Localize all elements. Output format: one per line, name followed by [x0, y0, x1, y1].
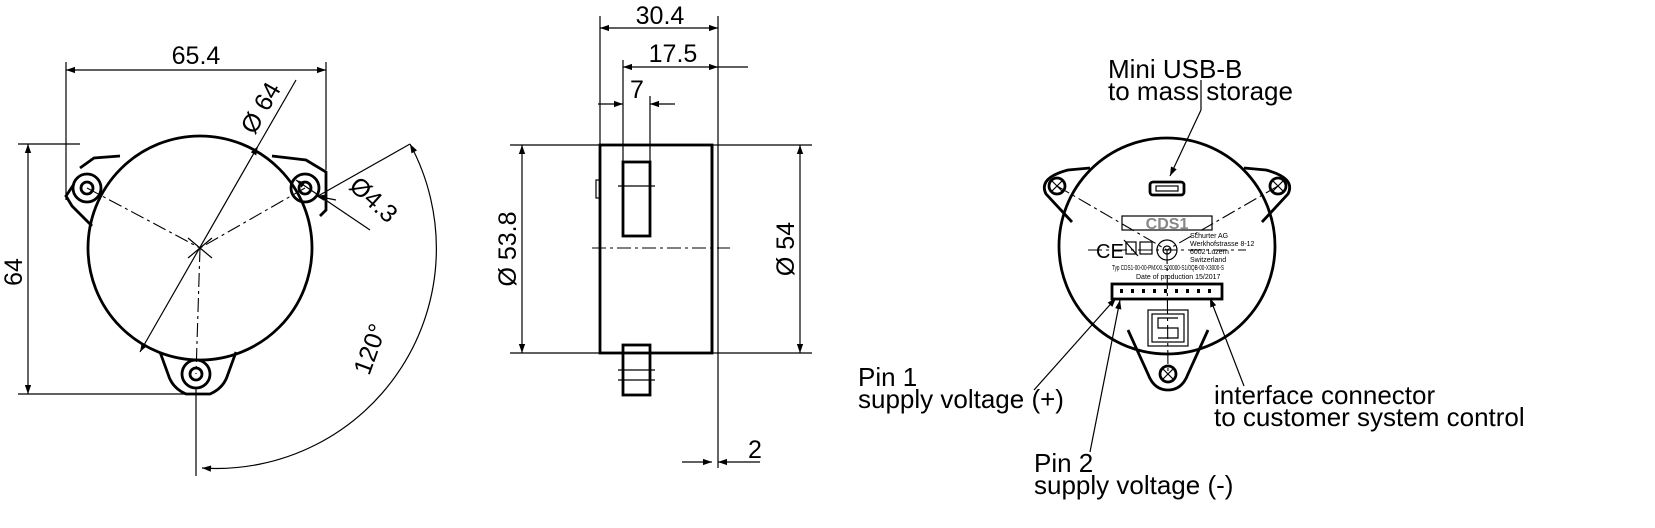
back-hole-bottom: [1158, 364, 1178, 384]
device-label: CDS1: [1146, 216, 1189, 233]
angle-dim-label: 120°: [348, 320, 392, 378]
width-dim-label: 65.4: [172, 42, 221, 70]
body-depth-label: 17.5: [649, 40, 698, 68]
back-hole-left: [1047, 176, 1067, 196]
diameter-dim-label: Ø 64: [235, 77, 286, 138]
type-line: Typ CDS1-00-00-PMXXLS00000-S1/0QB-00-X30…: [1112, 265, 1224, 272]
usb-label-line1: Mini USB-B: [1108, 54, 1242, 84]
maker-line-3: 6002 Luzern: [1190, 249, 1229, 256]
device-label-box: [1121, 215, 1213, 231]
schurter-logo: [1147, 309, 1189, 347]
connector-pins: [1120, 289, 1211, 293]
pin2-label-line1: Pin 2: [1034, 448, 1093, 478]
total-depth-label: 30.4: [636, 2, 685, 30]
maker-line-1: Schurter AG: [1190, 233, 1228, 240]
interface-connector: [1110, 282, 1224, 301]
ce-mark: CE: [1096, 241, 1124, 263]
connector-label-line1: interface connector: [1214, 380, 1435, 410]
pin1-label-line2: supply voltage (+): [858, 384, 1064, 414]
back-flange-outline: [1042, 166, 1292, 392]
body-diameter-label: Ø 53.8: [494, 211, 522, 286]
production-line: Date of production 15/2017: [1136, 274, 1221, 281]
front-view: 65.4 64 Ø 64 Ø4.3 120°: [0, 42, 437, 476]
pin2-label-line2: supply voltage (-): [1034, 470, 1233, 500]
back-hole-right: [1268, 176, 1288, 196]
side-top-connector: [621, 160, 652, 238]
outer-diameter-label: Ø 54: [772, 222, 800, 276]
maker-line-2: Werkhofstrasse 8-12: [1190, 241, 1255, 248]
connector-dim-label: 7: [630, 76, 644, 104]
usb-port: [1148, 180, 1186, 197]
side-view: 30.4 17.5 7 2 Ø 53.8 Ø 54: [494, 2, 812, 468]
side-body: [598, 143, 714, 355]
height-dim-label: 64: [0, 258, 28, 286]
back-view: CDS1 CE Schurter AG Werkhofstrasse 8-12 …: [858, 54, 1525, 500]
mounting-hole-left: [71, 172, 103, 204]
pin1-label-line1: Pin 1: [858, 362, 917, 392]
connector-label-line2: to customer system control: [1214, 402, 1525, 432]
usb-label-line2: to mass storage: [1108, 76, 1293, 106]
hole-dim-label: Ø4.3: [344, 172, 403, 229]
flange-dim-label: 2: [748, 436, 762, 464]
back-body-circle: [1057, 136, 1277, 356]
maker-line-4: Switzerland: [1190, 257, 1226, 264]
